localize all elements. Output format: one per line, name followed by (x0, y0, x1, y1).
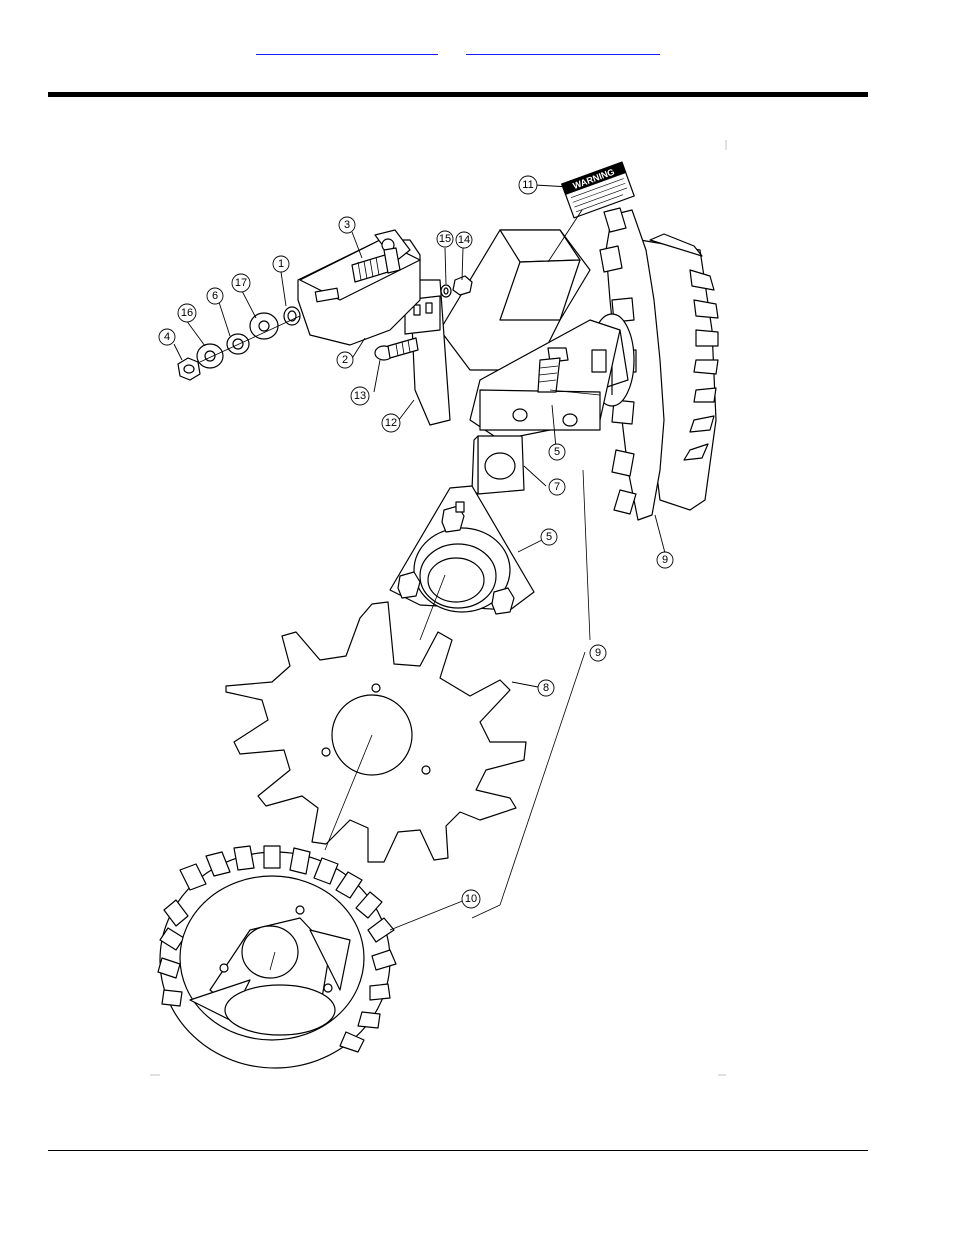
svg-text:4: 4 (164, 331, 170, 343)
svg-text:14: 14 (458, 234, 470, 246)
callout-9-lower: 9 (590, 645, 606, 661)
callout-5-upper: 5 (549, 444, 565, 460)
callout-14: 14 (456, 232, 472, 248)
svg-text:11: 11 (522, 179, 533, 191)
svg-text:1: 1 (278, 258, 284, 270)
svg-text:5: 5 (554, 446, 560, 458)
svg-text:9: 9 (662, 554, 668, 566)
callout-7: 7 (549, 479, 565, 495)
callout-2: 2 (337, 352, 353, 368)
closing-wheel-10 (158, 846, 396, 1068)
washer-15 (441, 285, 451, 297)
spacer-plate-7 (472, 436, 524, 494)
svg-text:13: 13 (354, 390, 366, 402)
svg-text:12: 12 (385, 417, 397, 429)
svg-text:8: 8 (543, 682, 549, 694)
callout-10: 10 (462, 890, 480, 908)
callout-17: 17 (232, 274, 250, 292)
washer-16 (197, 344, 223, 368)
spiked-wheel-8 (226, 602, 526, 862)
svg-text:10: 10 (465, 893, 477, 905)
main-arm-bracket (405, 230, 620, 440)
svg-text:7: 7 (554, 481, 560, 493)
callout-5-lower: 5 (541, 529, 557, 545)
footer-rule (48, 1150, 868, 1151)
callout-6: 6 (207, 288, 223, 304)
nut-14 (453, 276, 472, 295)
svg-text:2: 2 (342, 354, 348, 366)
callout-4: 4 (159, 329, 175, 345)
svg-text:5: 5 (546, 531, 552, 543)
washer-17 (250, 313, 278, 339)
svg-text:17: 17 (235, 277, 247, 289)
bearing-housing-5 (390, 486, 534, 614)
svg-text:9: 9 (595, 647, 601, 659)
callout-15: 15 (437, 231, 453, 247)
svg-text:15: 15 (439, 233, 451, 245)
pivot-arm (298, 230, 420, 345)
bushing-6 (227, 334, 249, 354)
callout-11: 11 (519, 176, 537, 194)
svg-text:3: 3 (344, 219, 350, 231)
svg-text:6: 6 (212, 290, 218, 302)
svg-text:16: 16 (181, 307, 193, 319)
bolt-13 (375, 338, 418, 360)
callout-8: 8 (538, 680, 554, 696)
callout-1: 1 (273, 256, 289, 272)
callout-16: 16 (178, 304, 196, 322)
callout-12: 12 (382, 414, 400, 432)
nut-4 (178, 358, 200, 380)
warning-decal (562, 162, 634, 218)
callout-13: 13 (351, 387, 369, 405)
callout-9-upper: 9 (657, 552, 673, 568)
callout-3: 3 (339, 217, 355, 233)
